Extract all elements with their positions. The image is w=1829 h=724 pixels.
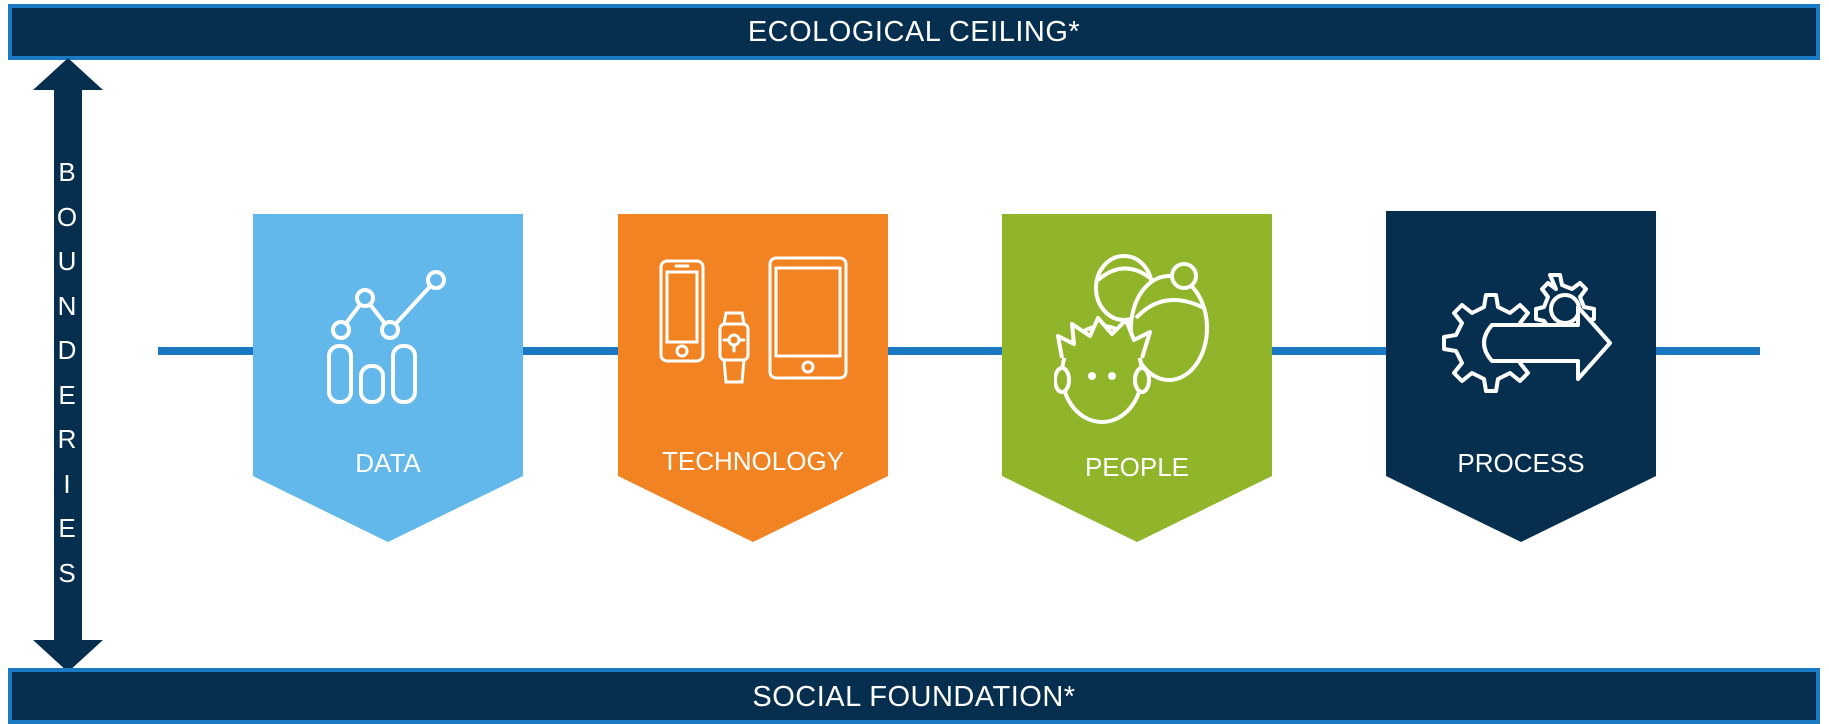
process-card-label: PROCESS [1457,448,1585,478]
devices-icon [659,256,848,384]
boundaries-letter: I [63,468,71,499]
process-card: PROCESS [1386,211,1656,542]
boundaries-letter: O [56,201,78,232]
line-chart-icon [327,270,446,404]
ecological-ceiling-label: ECOLOGICAL CEILING* [747,16,1081,48]
boundaries-letter: B [58,157,76,187]
ecological-ceiling-band: ECOLOGICAL CEILING* [8,4,1820,60]
boundaries-letter: D [57,335,77,365]
boundaries-letter: N [57,290,77,321]
boundaries-letter: E [58,379,76,410]
boundaries-letter: S [58,557,76,588]
boundaries-double-arrow [33,58,103,672]
technology-card-label: TECHNOLOGY [661,446,845,476]
people-icon [1054,254,1209,424]
social-foundation-label: SOCIAL FOUNDATION* [752,681,1076,713]
boundaries-letter: R [57,424,77,454]
gears-arrow-icon [1442,273,1612,393]
data-card: DATA [253,214,523,544]
boundaries-label: B O U N D E R I E S [50,150,84,595]
boundaries-letter: U [57,246,77,276]
data-card-label: DATA [355,448,421,478]
social-foundation-band: SOCIAL FOUNDATION* [8,668,1820,724]
boundaries-letter: E [58,513,76,543]
connector-line [158,347,1760,355]
people-card-label: PEOPLE [1084,452,1190,482]
technology-card: TECHNOLOGY [618,214,888,544]
people-card: PEOPLE [1002,214,1272,544]
